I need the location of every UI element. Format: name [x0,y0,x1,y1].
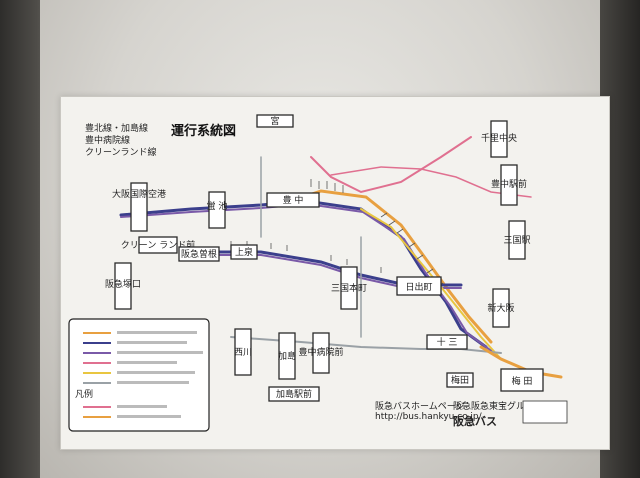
svg-text:加島: 加島 [278,350,296,362]
station-hotarugaike: 蛍 池 [207,191,228,229]
svg-text:阪急曽根: 阪急曽根 [181,248,217,260]
route-name-1: 豊北線・加島線 [85,122,148,134]
station-right-top-2: 豊中駅前 [491,164,527,206]
station-umeda: 梅 田 [500,368,544,392]
svg-text:大阪国際空港: 大阪国際空港 [112,188,166,200]
legend-heading: 凡例 [75,388,93,400]
pink-route-line [310,136,472,194]
svg-text:豊 中: 豊 中 [283,194,304,206]
station-clean-land: クリーン ランド前 [121,236,195,254]
svg-text:蛍 池: 蛍 池 [207,200,228,212]
company-name: 阪急バス [453,414,497,428]
svg-text:三国本町: 三国本町 [331,282,367,294]
station-hankyu-sone: 阪急曽根 [178,246,220,262]
station-right-mid: 三国駅 [503,220,531,260]
station-kashima: 加島 [278,332,296,380]
svg-text:梅 田: 梅 田 [512,375,533,387]
route-map-diagram: 豊北線・加島線 豊中病院線 クリーンランド線 運行系統図 [68,114,568,432]
route-names-header: 豊北線・加島線 豊中病院線 クリーンランド線 [85,122,157,158]
svg-text:梅田: 梅田 [451,374,469,386]
company-footer: 阪急バスホームページ http://bus.hankyu.co.jp/ 阪急阪急… [375,400,568,428]
svg-text:日出町: 日出町 [405,281,432,293]
svg-text:阪急塚口: 阪急塚口 [105,278,141,290]
homepage-label: 阪急バスホームページ [375,400,465,412]
route-map-poster: 豊北線・加島線 豊中病院線 クリーンランド線 運行系統図 [60,96,610,450]
svg-text:三国駅: 三国駅 [503,235,530,246]
station-toyonaka: 豊 中 [266,192,320,208]
svg-text:千里中央: 千里中央 [481,132,517,144]
station-right-lower: 新大阪 [487,288,515,328]
station-osaka-airport: 大阪国際空港 [112,182,166,232]
station-umeda-left: 梅田 [446,372,474,388]
station-hinodecho: 日出町 [396,276,442,296]
orange-south-line [479,345,563,379]
office-info-box [522,400,568,424]
svg-text:豊中駅前: 豊中駅前 [491,178,527,190]
pink-branch-line [330,166,532,198]
svg-text:西川: 西川 [234,347,252,358]
poster-title: 運行系統図 [171,123,236,139]
svg-text:十 三: 十 三 [437,336,458,348]
station-juso: 十 三 [426,334,468,350]
svg-text:豊中病院前: 豊中病院前 [298,346,343,358]
station-hankyu-tsukaguchi: 阪急塚口 [105,262,141,310]
svg-text:上泉: 上泉 [235,246,253,258]
route-name-3: クリーンランド線 [85,146,157,158]
station-kamizumi: 上泉 [230,244,258,260]
station-top-left-pair: 宮 [256,114,294,128]
homepage-url: http://bus.hankyu.co.jp/ [375,412,483,422]
purple-route-line [120,202,494,353]
station-center-vertical: 三国本町 [331,266,367,310]
svg-text:新大阪: 新大阪 [487,302,514,314]
station-kashima-station: 加島駅前 [268,386,320,402]
orange-route-line [289,189,493,344]
minor-stop-ticks [230,179,444,288]
svg-text:クリーン ランド前: クリーン ランド前 [121,239,195,251]
station-nishikawa: 西川 [234,328,252,376]
svg-text:加島駅前: 加島駅前 [276,388,312,400]
group-label: 阪急阪急東宝グループ [453,400,542,412]
legend-box: 凡例 [68,318,210,432]
svg-text:宮: 宮 [270,115,279,127]
station-senri: 千里中央 [481,120,517,158]
route-name-2: 豊中病院線 [85,134,130,146]
station-left-vertical: 豊中病院前 [298,332,344,374]
